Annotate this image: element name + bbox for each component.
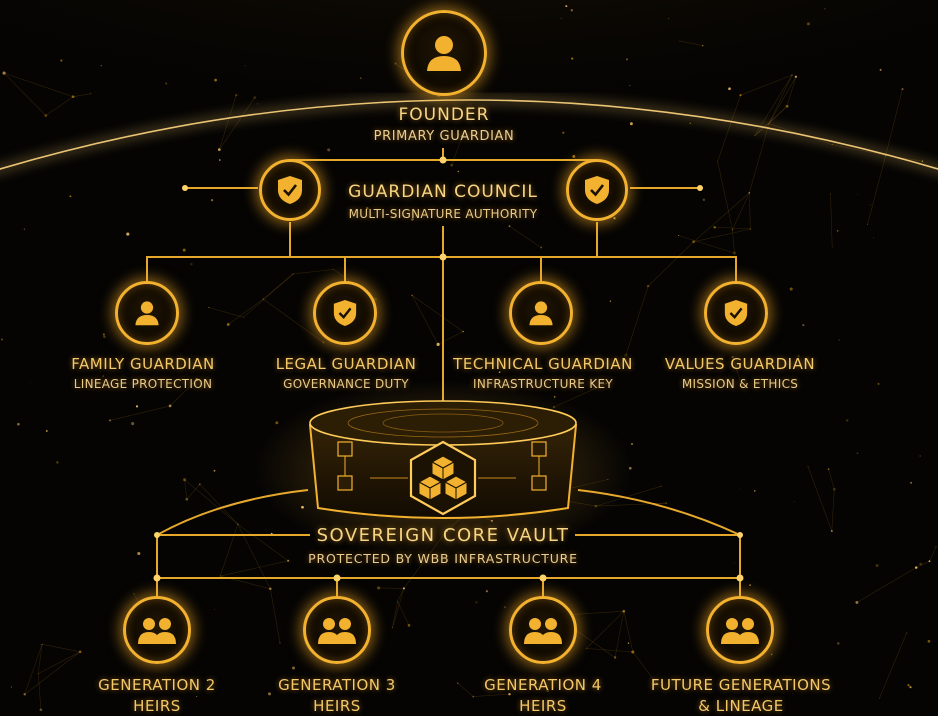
- council-shield-left: [259, 159, 321, 221]
- group-icon: [524, 618, 562, 644]
- family-guardian-node: [115, 281, 179, 345]
- technical-guardian-subtitle: INFRASTRUCTURE KEY: [473, 377, 613, 391]
- legal-guardian-title: LEGAL GUARDIAN: [275, 355, 417, 373]
- founder-node: [401, 10, 487, 96]
- generation-4-node: [509, 596, 577, 664]
- group-icon: [318, 618, 356, 644]
- family-guardian-title: FAMILY GUARDIAN: [71, 355, 215, 373]
- founder-title: FOUNDER: [398, 105, 490, 125]
- shield-check-icon: [585, 176, 609, 204]
- group-icon: [138, 618, 176, 644]
- generation-2-node: [123, 596, 191, 664]
- council-title: GUARDIAN COUNCIL: [348, 182, 538, 202]
- founder-subtitle: PRIMARY GUARDIAN: [373, 129, 515, 144]
- council-subtitle: MULTI-SIGNATURE AUTHORITY: [348, 207, 538, 221]
- generation-4-subtitle: HEIRS: [519, 697, 567, 715]
- technical-guardian-node: [509, 281, 573, 345]
- vault-graphic: [253, 380, 633, 560]
- values-guardian-node: [704, 281, 768, 345]
- vault-subtitle: PROTECTED BY WBB INFRASTRUCTURE: [308, 551, 578, 566]
- future-generations-subtitle: & LINEAGE: [698, 697, 784, 715]
- legal-guardian-subtitle: GOVERNANCE DUTY: [283, 377, 409, 391]
- legal-guardian-node: [313, 281, 377, 345]
- future-generations-node: [706, 596, 774, 664]
- generation-3-node: [303, 596, 371, 664]
- family-guardian-subtitle: LINEAGE PROTECTION: [73, 377, 213, 391]
- council-shield-right: [566, 159, 628, 221]
- technical-guardian-title: TECHNICAL GUARDIAN: [453, 355, 633, 373]
- generation-4-title: GENERATION 4: [484, 676, 602, 694]
- generation-2-title: GENERATION 2: [98, 676, 216, 694]
- shield-check-icon: [278, 176, 302, 204]
- group-icon: [721, 618, 759, 644]
- generation-3-title: GENERATION 3: [278, 676, 396, 694]
- future-generations-title: FUTURE GENERATIONS: [650, 676, 832, 694]
- shield-check-icon: [333, 300, 357, 326]
- cube-cluster-icon: [417, 455, 469, 501]
- person-icon: [135, 301, 159, 326]
- shield-check-icon: [724, 300, 748, 326]
- generation-3-subtitle: HEIRS: [313, 697, 361, 715]
- values-guardian-title: VALUES GUARDIAN: [664, 355, 816, 373]
- person-icon: [529, 301, 553, 326]
- vault-title: SOVEREIGN CORE VAULT: [316, 525, 570, 546]
- values-guardian-subtitle: MISSION & ETHICS: [681, 377, 799, 391]
- person-icon: [427, 36, 461, 71]
- generation-2-subtitle: HEIRS: [133, 697, 181, 715]
